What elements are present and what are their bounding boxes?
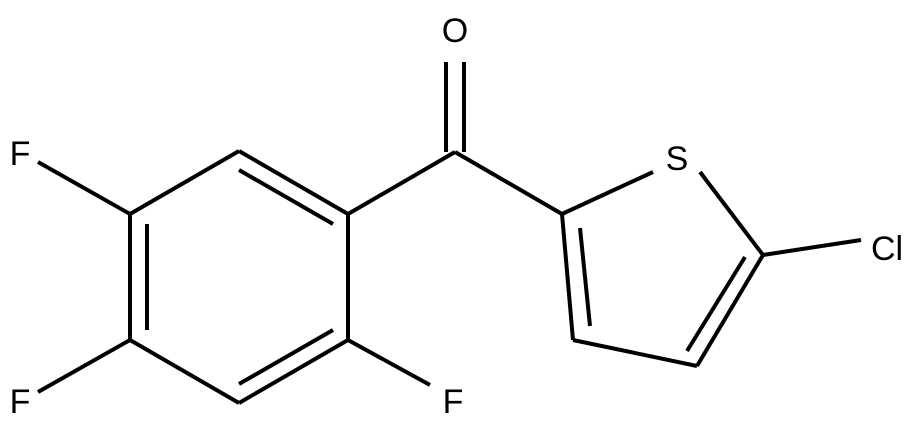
chlorine-label: Cl xyxy=(871,230,903,268)
oxygen-label: O xyxy=(442,12,468,50)
thiophene-bond-c5-c4-inner xyxy=(685,255,747,353)
thiophene-bond-s-c5 xyxy=(698,170,765,257)
thiophene-bond-c4-c3 xyxy=(572,338,698,368)
phenyl-bond-5-inner xyxy=(238,328,334,386)
phenyl-bond-2 xyxy=(128,149,241,216)
thiophene-bond-c3-c2 xyxy=(560,213,575,341)
thiophene-bond-c3-c2-inner xyxy=(578,227,592,327)
bond-to-f-top xyxy=(37,160,131,216)
thiophene-bond-c5-c4 xyxy=(695,253,765,368)
phenyl-bond-1 xyxy=(237,149,350,216)
fluorine-label-bottom: F xyxy=(443,383,464,421)
bond-to-cl xyxy=(762,238,862,257)
sulfur-label: S xyxy=(666,140,689,178)
bond-carbonyl-to-phenyl xyxy=(346,150,457,216)
phenyl-bond-1-inner xyxy=(238,168,334,226)
phenyl-bond-4 xyxy=(128,338,241,405)
phenyl-bond-5 xyxy=(237,338,350,405)
fluorine-label-left: F xyxy=(10,383,31,421)
bond-carbonyl-to-thiophene xyxy=(453,150,564,216)
bond-to-f-left xyxy=(37,338,131,394)
fluorine-label-top: F xyxy=(10,135,31,173)
bond-to-f-bottom xyxy=(347,338,431,387)
thiophene-bond-c2-s xyxy=(561,170,654,216)
